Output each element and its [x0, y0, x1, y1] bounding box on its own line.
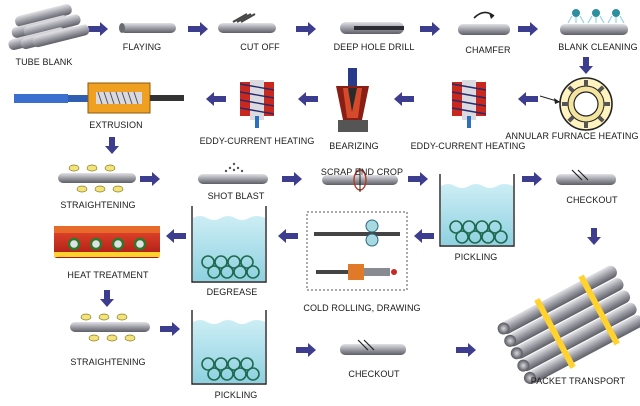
degrease-illustration: [191, 206, 267, 283]
arrow-left: [206, 92, 226, 106]
packet-transport-illustration: [497, 265, 640, 384]
arrow-right: [140, 172, 160, 186]
label-cold-rolling-drawing: COLD ROLLING, DRAWING: [303, 303, 421, 313]
label-cut-off: CUT OFF: [240, 42, 280, 52]
label-heat-treatment: HEAT TREATMENT: [67, 270, 149, 280]
label-shot-blast: SHOT BLAST: [207, 191, 265, 201]
label-straightening-2: STRAIGHTENING: [70, 357, 146, 367]
label-chamfer: CHAMFER: [465, 45, 511, 55]
annular-furnace-illustration: [539, 77, 613, 131]
arrow-right: [296, 343, 316, 357]
label-blank-cleaning: BLANK CLEANING: [558, 42, 638, 52]
checkout-1-illustration: [556, 169, 616, 185]
chamfer-illustration: [458, 11, 510, 35]
label-straightening-1: STRAIGHTENING: [60, 200, 136, 210]
arrow-left: [298, 92, 318, 106]
arrow-right: [296, 22, 316, 36]
extrusion-illustration: [14, 82, 184, 114]
label-extrusion: EXTRUSION: [89, 120, 143, 130]
arrow-left: [518, 92, 538, 106]
arrow-left: [414, 229, 434, 243]
bearizing-illustration: [336, 68, 369, 132]
label-checkout-1: CHECKOUT: [566, 195, 618, 205]
cut-off-illustration: [218, 13, 276, 33]
blank-cleaning-illustration: [560, 9, 628, 35]
label-scrap-end-crop: SCRAP END CROP: [320, 167, 404, 177]
shot-blast-illustration: [198, 162, 268, 184]
pickling-1-illustration: [439, 174, 515, 247]
cold-rolling-drawing-illustration: [306, 211, 408, 291]
deep-hole-drill-illustration: [340, 22, 404, 34]
arrow-right: [282, 172, 302, 186]
heat-treatment-illustration: [54, 226, 160, 258]
label-bearizing: BEARIZING: [329, 141, 379, 151]
arrow-left: [394, 92, 414, 106]
flow-arrows: [88, 22, 601, 357]
arrow-right: [420, 22, 440, 36]
checkout-2-illustration: [340, 339, 406, 355]
label-degrease: DEGREASE: [206, 287, 258, 297]
arrow-right: [518, 22, 538, 36]
straightening-2-illustration: [70, 313, 150, 342]
tube-blank-illustration: [8, 4, 90, 51]
arrow-right: [188, 22, 208, 36]
arrow-right: [456, 343, 476, 357]
label-checkout-2: CHECKOUT: [348, 369, 400, 379]
scrap-end-crop-illustration: [322, 168, 398, 192]
arrow-down: [105, 137, 119, 154]
label-annular-furnace-heating: ANNULAR FURNACE HEATING: [505, 131, 639, 141]
label-tube-blank: TUBE BLANK: [15, 57, 73, 67]
arrow-right: [160, 322, 180, 336]
arrow-right: [408, 172, 428, 186]
straightening-1-illustration: [58, 164, 136, 193]
arrow-down: [579, 57, 593, 74]
arrow-right: [522, 172, 542, 186]
label-flaying: FLAYING: [122, 42, 162, 52]
pickling-2-illustration: [191, 310, 267, 385]
arrow-right: [88, 22, 108, 36]
arrow-down: [100, 290, 114, 307]
label-pickling-2: PICKLING: [214, 390, 258, 400]
flaying-illustration: [119, 23, 176, 33]
arrow-down: [587, 228, 601, 245]
label-eddy-current-heating-2: EDDY-CURRENT HEATING: [410, 141, 526, 151]
label-eddy-current-heating-1: EDDY-CURRENT HEATING: [199, 136, 315, 146]
eddy-current-heating-2-illustration: [451, 80, 487, 128]
label-packet-transport: PACKET TRANSPORT: [530, 376, 626, 386]
label-pickling-1: PICKLING: [454, 252, 498, 262]
arrow-left: [278, 229, 298, 243]
arrow-left: [166, 229, 186, 243]
label-deep-hole-drill: DEEP HOLE DRILL: [333, 42, 415, 52]
eddy-current-heating-1-illustration: [239, 80, 275, 128]
